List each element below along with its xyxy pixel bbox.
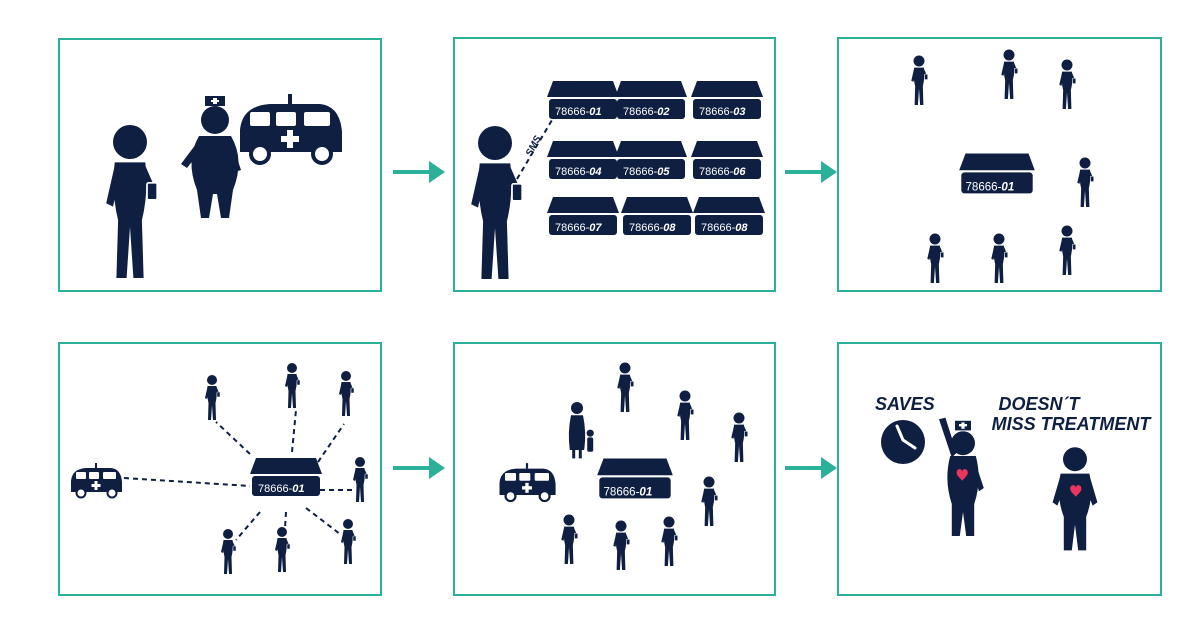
person-with-phone-icon [911,56,928,106]
person-with-phone-icon [471,126,522,279]
dispatch-line [124,478,250,486]
person-with-phone-icon [1001,50,1018,100]
ambulance-icon [500,463,556,501]
arrow-right-icon [785,457,837,479]
person-with-phone-icon [339,371,354,416]
panel-ambulance-arrives: 78666-01 [453,342,776,596]
saves-label: SAVES [875,394,935,414]
person-with-phone-icon [353,457,368,502]
svg-text:78666-08: 78666-08 [701,222,748,234]
arrow-right-icon [393,457,445,479]
house-icon: 78666-01 [250,458,322,496]
svg-text:78666-05: 78666-05 [623,166,670,178]
doesnt-miss-label-line2: MISS TREATMENT [992,414,1153,434]
panel-house-neighbours: 78666-01 [837,37,1162,292]
person-with-phone-icon [285,363,300,408]
house-icon: 78666-04 [547,141,619,179]
person-icon [617,363,634,413]
house-icon: 78666-08 [693,197,765,235]
person-with-phone-icon [701,477,718,527]
person-with-phone-icon [221,529,236,574]
svg-text:78666-02: 78666-02 [623,106,670,118]
ambulance-icon [240,94,342,163]
house-icon: 78666-01 [959,154,1035,194]
person-with-phone-icon [613,521,630,571]
house-icon: 78666-02 [615,81,687,119]
svg-text:78666-07: 78666-07 [555,222,602,234]
panel-call-nurse [58,38,382,292]
person-with-phone-icon [205,375,220,420]
arrow-right-icon [393,161,445,183]
person-with-phone-icon [1077,158,1094,208]
house-icon: 78666-03 [691,81,763,119]
house-icon: 78666-01 [597,459,673,499]
person-with-phone-icon [991,234,1008,284]
person-with-phone-icon [106,125,157,278]
svg-text:78666-06: 78666-06 [699,166,746,178]
nurse-icon [939,418,984,536]
person-icon [561,515,578,565]
svg-text:78666-01: 78666-01 [604,486,653,498]
person-with-phone-icon [341,519,356,564]
person-with-phone-icon [275,527,290,572]
panel-sms-houses: SMS 78666-01 78666-02 78666-03 78666-04 … [453,37,776,292]
person-with-phone-icon [927,234,944,284]
nurse-icon [181,96,241,218]
patient-icon [1053,447,1098,550]
mother-child-icon [569,402,594,458]
ambulance-icon [71,463,122,498]
person-with-phone-icon [661,517,678,567]
doesnt-miss-label-line1: DOESN´T [999,394,1082,414]
clock-icon [881,420,925,464]
svg-text:78666-01: 78666-01 [258,483,305,495]
person-with-phone-icon [1059,226,1076,276]
house-icon: 78666-07 [547,197,619,235]
svg-text:78666-08: 78666-08 [629,222,676,234]
svg-text:78666-01: 78666-01 [966,181,1015,193]
panel-ambulance-dispatch: 78666-01 [58,342,382,596]
person-icon [677,391,694,441]
arrow-right-icon [785,161,837,183]
svg-text:78666-04: 78666-04 [555,166,602,178]
svg-text:78666-01: 78666-01 [555,106,602,118]
house-icon: 78666-01 [547,81,619,119]
person-with-phone-icon [1059,60,1076,110]
svg-text:78666-03: 78666-03 [699,106,746,118]
house-icon: 78666-06 [691,141,763,179]
house-icon: 78666-05 [615,141,687,179]
person-icon [731,413,748,463]
house-icon: 78666-08 [621,197,693,235]
panel-outcome: SAVES DOESN´T MISS TREATMENT [837,342,1162,596]
